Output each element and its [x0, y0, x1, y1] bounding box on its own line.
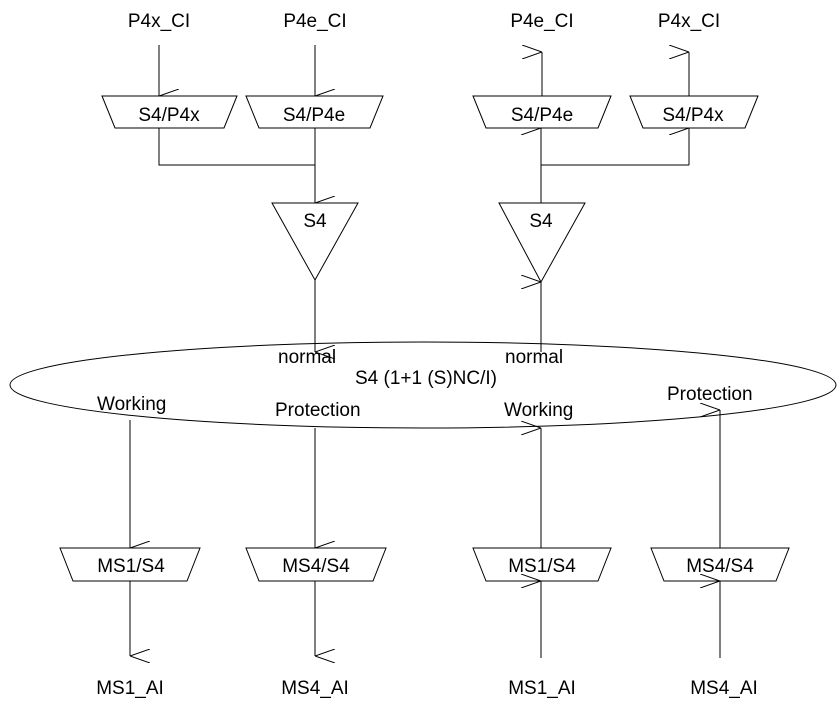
- label-working-left: Working: [97, 394, 166, 415]
- label-p4x-ci-right: P4x_CI: [658, 11, 720, 32]
- adaptation-s4-p4e-right: S4/P4e: [472, 95, 612, 129]
- termination-s4-right: S4: [498, 202, 586, 284]
- label-protection-group: S4 (1+1 (S)NC/I): [355, 368, 497, 389]
- label-ms4-ai-left: MS4_AI: [281, 678, 349, 699]
- label-protection-left: Protection: [275, 400, 361, 421]
- svg-text:S4: S4: [529, 211, 553, 232]
- adaptation-ms1-s4-left: MS1/S4: [59, 547, 201, 582]
- adaptation-s4-p4x-right: S4/P4x: [629, 95, 759, 129]
- termination-s4-left: S4: [271, 202, 359, 282]
- svg-text:S4/P4e: S4/P4e: [511, 105, 573, 126]
- label-ms1-ai-right: MS1_AI: [508, 678, 576, 699]
- merge-line-left: [158, 128, 315, 166]
- adaptation-s4-p4e-left: S4/P4e: [245, 95, 384, 129]
- svg-text:MS4/S4: MS4/S4: [282, 556, 350, 577]
- svg-text:S4/P4e: S4/P4e: [283, 105, 345, 126]
- label-normal-right: normal: [505, 347, 563, 368]
- label-p4e-ci-left: P4e_CI: [283, 11, 346, 32]
- svg-text:MS1/S4: MS1/S4: [97, 556, 165, 577]
- svg-text:S4: S4: [303, 211, 327, 232]
- label-normal-left: normal: [278, 347, 336, 368]
- label-ms4-ai-right: MS4_AI: [690, 678, 758, 699]
- adaptation-s4-p4x-left: S4/P4x: [101, 95, 238, 129]
- adaptation-ms4-s4-right: MS4/S4: [650, 547, 790, 582]
- adaptation-ms1-s4-right: MS1/S4: [472, 547, 612, 582]
- label-working-right: Working: [504, 400, 573, 421]
- label-p4e-ci-right: P4e_CI: [510, 11, 573, 32]
- svg-text:MS1/S4: MS1/S4: [508, 556, 576, 577]
- protection-ellipse: [9, 341, 837, 429]
- svg-text:MS4/S4: MS4/S4: [686, 556, 754, 577]
- label-p4x-ci-left: P4x_CI: [128, 11, 190, 32]
- label-protection-right: Protection: [667, 384, 753, 405]
- adaptation-ms4-s4-left: MS4/S4: [245, 547, 387, 582]
- svg-text:S4/P4x: S4/P4x: [138, 105, 200, 126]
- label-ms1-ai-left: MS1_AI: [96, 678, 164, 699]
- svg-text:S4/P4x: S4/P4x: [662, 105, 724, 126]
